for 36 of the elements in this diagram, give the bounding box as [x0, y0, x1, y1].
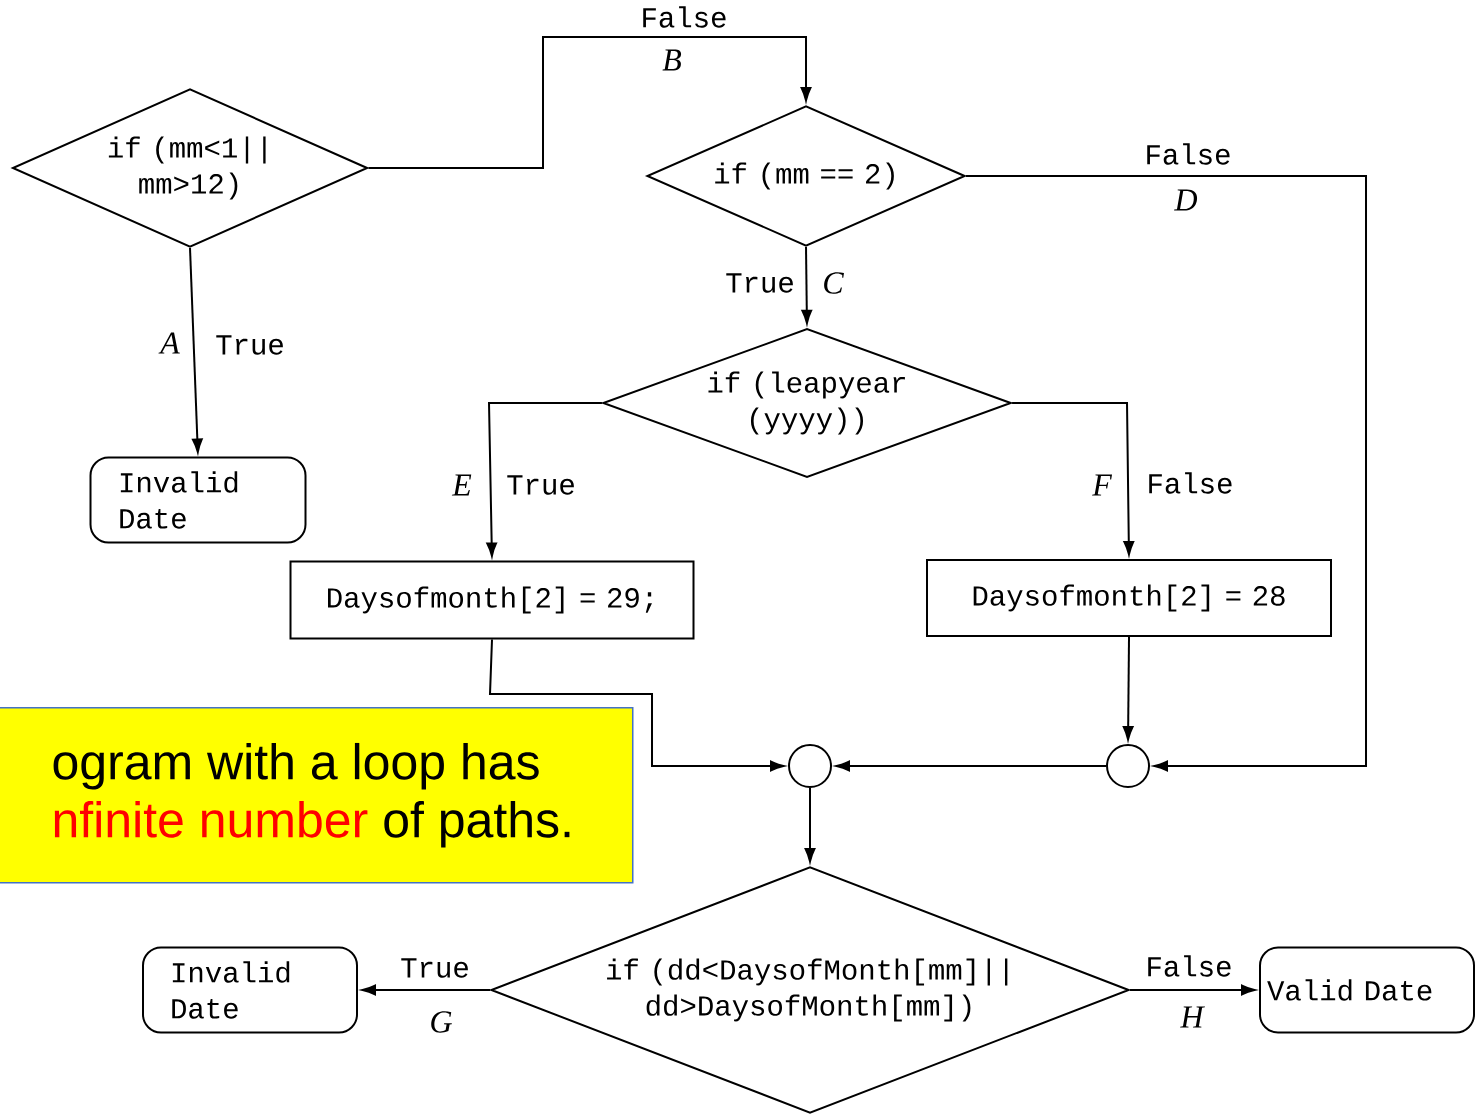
junction-circle [1106, 744, 1150, 788]
edge-label: False [1144, 470, 1236, 496]
path-letter: E [451, 474, 472, 496]
edge-label: False [1143, 953, 1235, 979]
arrow [486, 402, 603, 557]
junction-circle [788, 744, 832, 788]
path-letter: C [824, 272, 844, 294]
path-letter: A [158, 332, 180, 354]
path-letter: F [1092, 474, 1113, 496]
edge-label: True [213, 333, 287, 357]
process-box: Daysofmonth[2] = 29; [289, 560, 695, 640]
path-letter: H [1180, 1006, 1205, 1028]
arrow [835, 760, 1107, 772]
callout-box: ogram with a loop has nfinite number of paths. [0, 707, 634, 884]
terminal-box: Invalid Date [89, 456, 307, 544]
edge-label: True [398, 956, 472, 980]
path-letter: G [431, 1011, 452, 1033]
arrow [1122, 636, 1134, 741]
edge-label: True [504, 473, 578, 497]
edge-label: False [1142, 141, 1234, 167]
arrow [965, 175, 1367, 772]
process-box: Daysofmonth[2] = 28 [926, 559, 1332, 637]
terminal-box: Valid Date [1259, 946, 1475, 1034]
edge-label: True [723, 271, 797, 295]
arrow [1129, 984, 1256, 996]
arrow [367, 36, 812, 169]
path-letter: D [1174, 189, 1198, 211]
arrow [189, 247, 203, 453]
arrow [361, 984, 491, 996]
arrow [804, 787, 816, 863]
terminal-box: Invalid Date [142, 946, 358, 1034]
arrow [1011, 402, 1135, 556]
path-letter: B [662, 49, 682, 71]
edge-label: False [638, 4, 730, 30]
arrow [488, 638, 785, 772]
arrow [801, 246, 813, 325]
